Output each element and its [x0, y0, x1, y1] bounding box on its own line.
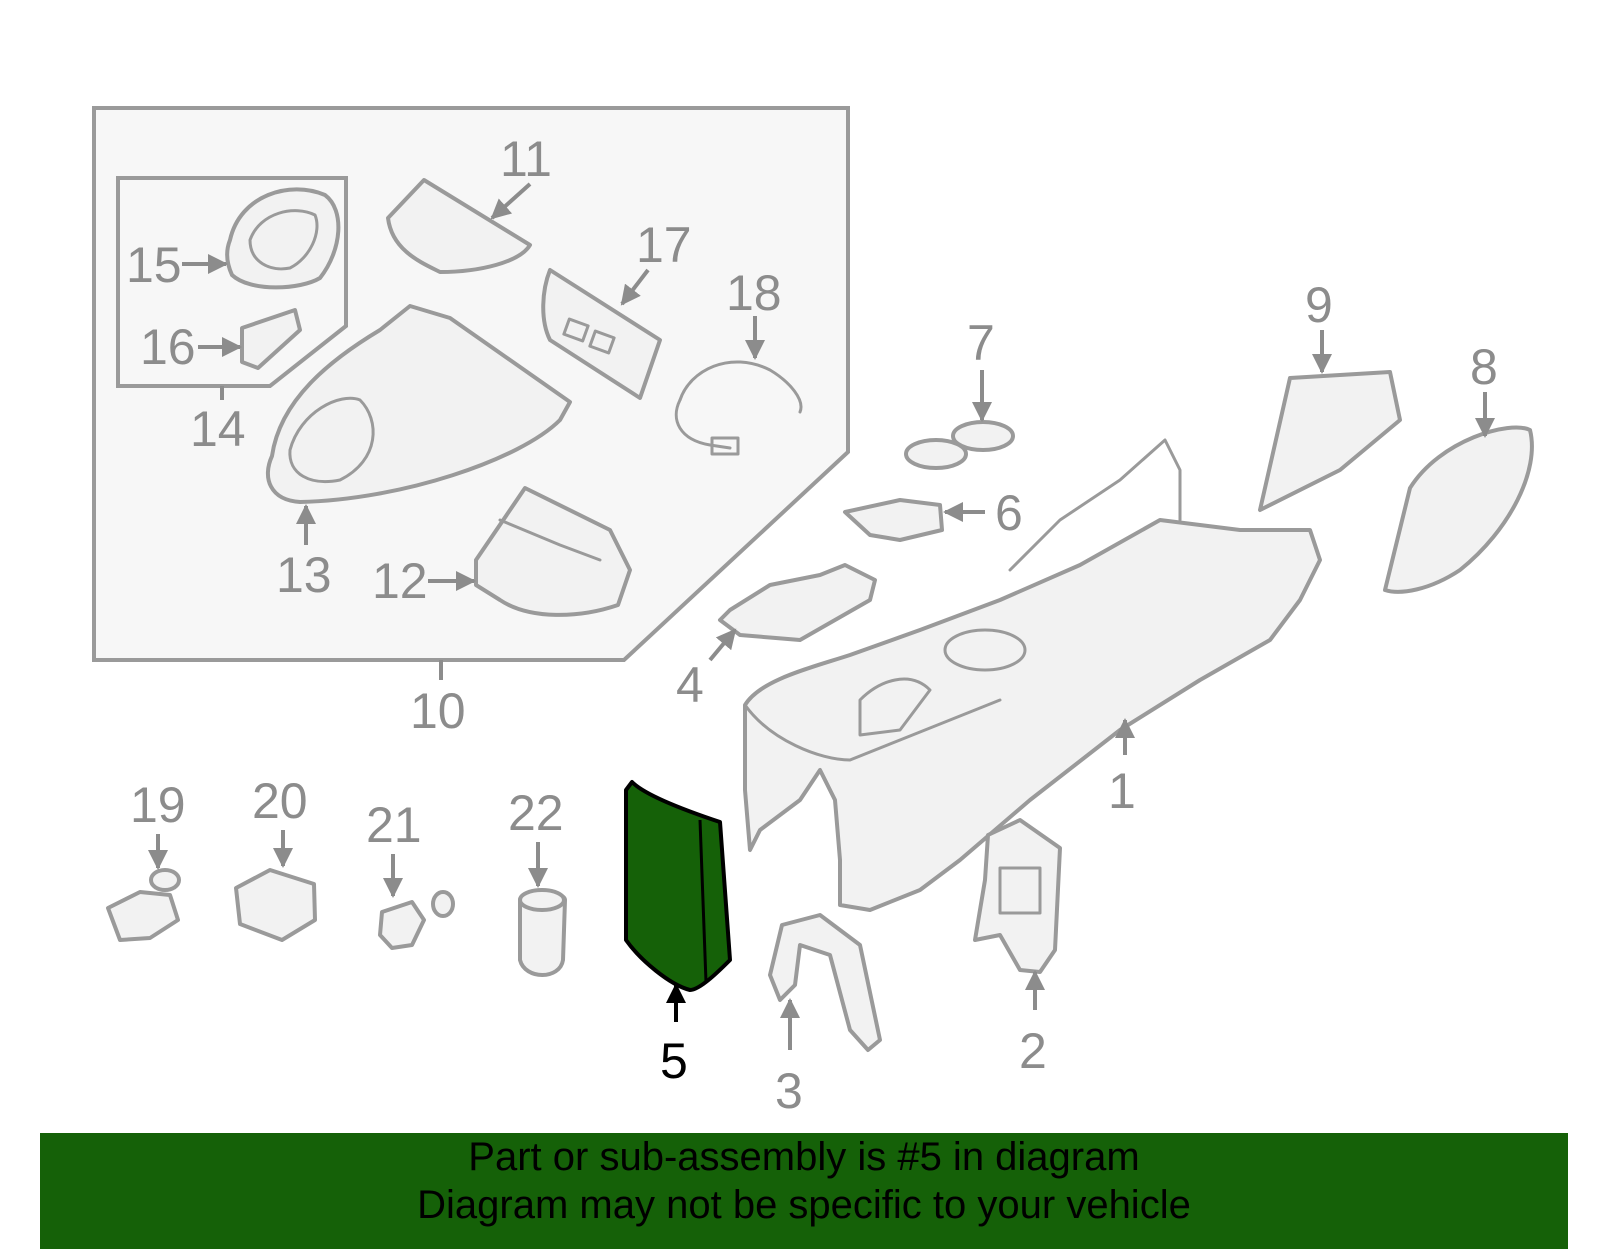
part-4-mat	[718, 563, 877, 642]
part-13-console-upper	[266, 304, 572, 504]
callout-2: 2	[1019, 1023, 1047, 1079]
callout-9: 9	[1305, 277, 1333, 333]
callout-12: 12	[372, 553, 428, 609]
part-19-socket	[106, 868, 181, 942]
callout-16: 16	[140, 319, 196, 375]
part-15-shift-bezel	[225, 187, 341, 290]
part-18-wire-harness	[674, 360, 803, 456]
part-6-insert	[843, 498, 944, 542]
callout-4: 4	[676, 657, 704, 713]
part-22-switch	[518, 888, 567, 977]
part-20-usb-port	[234, 868, 317, 942]
info-banner: Part or sub-assembly is #5 in diagram Di…	[40, 1133, 1568, 1249]
part-1-console-body	[743, 438, 1322, 912]
leader-17	[620, 268, 650, 306]
part-2-bracket	[973, 818, 1062, 974]
callout-21: 21	[366, 797, 422, 853]
banner-line-2: Diagram may not be specific to your vehi…	[417, 1183, 1191, 1227]
banner-line-1: Part or sub-assembly is #5 in diagram	[468, 1135, 1140, 1179]
part-21-socket	[378, 890, 455, 950]
callout-17: 17	[636, 217, 692, 273]
callout-5: 5	[660, 1033, 688, 1089]
callout-11: 11	[500, 131, 552, 187]
part-9-side-panel	[1258, 370, 1402, 512]
callout-7: 7	[967, 315, 995, 371]
part-17-switch-panel	[541, 268, 662, 400]
part-12-bracket	[474, 486, 632, 617]
part-5-highlighted-panel	[624, 780, 732, 992]
part-16-switch	[240, 308, 302, 370]
callout-19: 19	[130, 777, 186, 833]
callout-22: 22	[508, 785, 564, 841]
part-11-lid	[386, 178, 532, 274]
leader-11	[490, 182, 532, 220]
callout-10: 10	[410, 683, 466, 739]
part-7-cup-ring	[904, 420, 1015, 470]
callout-1: 1	[1108, 763, 1136, 819]
callout-6: 6	[995, 485, 1023, 541]
callout-20: 20	[252, 773, 308, 829]
callout-18: 18	[726, 265, 782, 321]
leader-4	[708, 628, 737, 662]
part-8-side-cover	[1383, 425, 1534, 594]
callout-14: 14	[190, 401, 246, 457]
callout-3: 3	[775, 1063, 803, 1119]
part-3-bracket	[768, 913, 882, 1052]
callout-8: 8	[1470, 339, 1498, 395]
callout-15: 15	[126, 237, 182, 293]
callout-13: 13	[276, 547, 332, 603]
